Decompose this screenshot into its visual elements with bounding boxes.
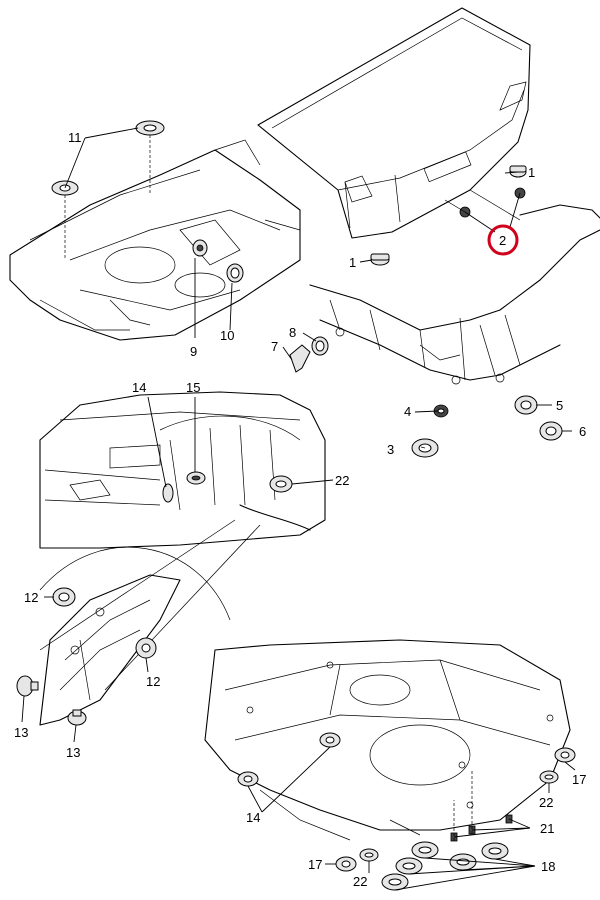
grommet-part-17 xyxy=(335,747,576,872)
grommet-part-22-lower xyxy=(359,770,559,862)
bolt-part-2 xyxy=(444,187,526,218)
clip-part-21 xyxy=(450,814,513,842)
callout-13: 13 xyxy=(66,745,80,760)
rubber-bumper-part-1-upper xyxy=(509,165,527,178)
trunk-floor-drawing xyxy=(9,139,301,341)
callout-2: 2 xyxy=(499,233,506,248)
zoom-line xyxy=(39,519,236,651)
wheel-housing-drawing xyxy=(39,391,326,549)
callout-15: 15 xyxy=(186,380,200,395)
plug-part-13-a xyxy=(16,675,39,697)
plug-part-4 xyxy=(433,404,449,418)
rear-panel-drawing xyxy=(309,229,600,385)
grommet-part-5 xyxy=(514,395,538,415)
grommet-part-22-upper xyxy=(269,475,293,493)
callout-1: 1 xyxy=(349,255,356,270)
trunk-lid-drawing xyxy=(257,7,600,239)
callout-22: 22 xyxy=(353,874,367,889)
callout-13: 13 xyxy=(14,725,28,740)
grommet-part-6 xyxy=(539,421,563,441)
callout-18: 18 xyxy=(541,859,555,874)
callout-7: 7 xyxy=(271,339,278,354)
callout-6: 6 xyxy=(579,424,586,439)
callout-17: 17 xyxy=(572,772,586,787)
callout-12: 12 xyxy=(24,590,38,605)
zoom-line xyxy=(104,524,261,691)
leader-lines xyxy=(21,127,576,891)
callout-14: 14 xyxy=(132,380,146,395)
grommet-part-14-upper xyxy=(162,483,174,503)
callout-labels: 1 1 3 4 5 6 7 8 9 10 11 12 12 13 13 14 1… xyxy=(14,130,586,889)
plug-part-15 xyxy=(186,471,206,485)
callout-11: 11 xyxy=(68,130,82,145)
grommet-part-10 xyxy=(226,263,244,283)
clip-part-7 xyxy=(289,344,311,373)
rubber-bumper-part-1-lower xyxy=(370,253,390,266)
callout-1: 1 xyxy=(528,165,535,180)
callout-17: 17 xyxy=(308,857,322,872)
grommet-part-12-a xyxy=(52,587,76,607)
highlighted-callout-2[interactable]: 2 xyxy=(487,224,519,256)
callout-10: 10 xyxy=(220,328,234,343)
callout-22: 22 xyxy=(539,795,553,810)
callout-3: 3 xyxy=(387,442,394,457)
callout-14: 14 xyxy=(246,810,260,825)
plug-part-9 xyxy=(192,239,208,257)
grommet-part-8 xyxy=(311,336,329,356)
callout-21: 21 xyxy=(540,821,554,836)
zoom-arc xyxy=(39,546,231,621)
grommet-part-12-b xyxy=(135,637,157,659)
grommet-part-14-lower xyxy=(237,732,341,787)
plug-part-13-b xyxy=(67,709,87,726)
grommet-part-18 xyxy=(381,841,509,891)
callout-12: 12 xyxy=(146,674,160,689)
callout-22: 22 xyxy=(335,473,349,488)
highlight-ring xyxy=(487,224,519,256)
callout-8: 8 xyxy=(289,325,296,340)
callout-9: 9 xyxy=(190,344,197,359)
callout-5: 5 xyxy=(556,398,563,413)
callout-4: 4 xyxy=(404,404,411,419)
